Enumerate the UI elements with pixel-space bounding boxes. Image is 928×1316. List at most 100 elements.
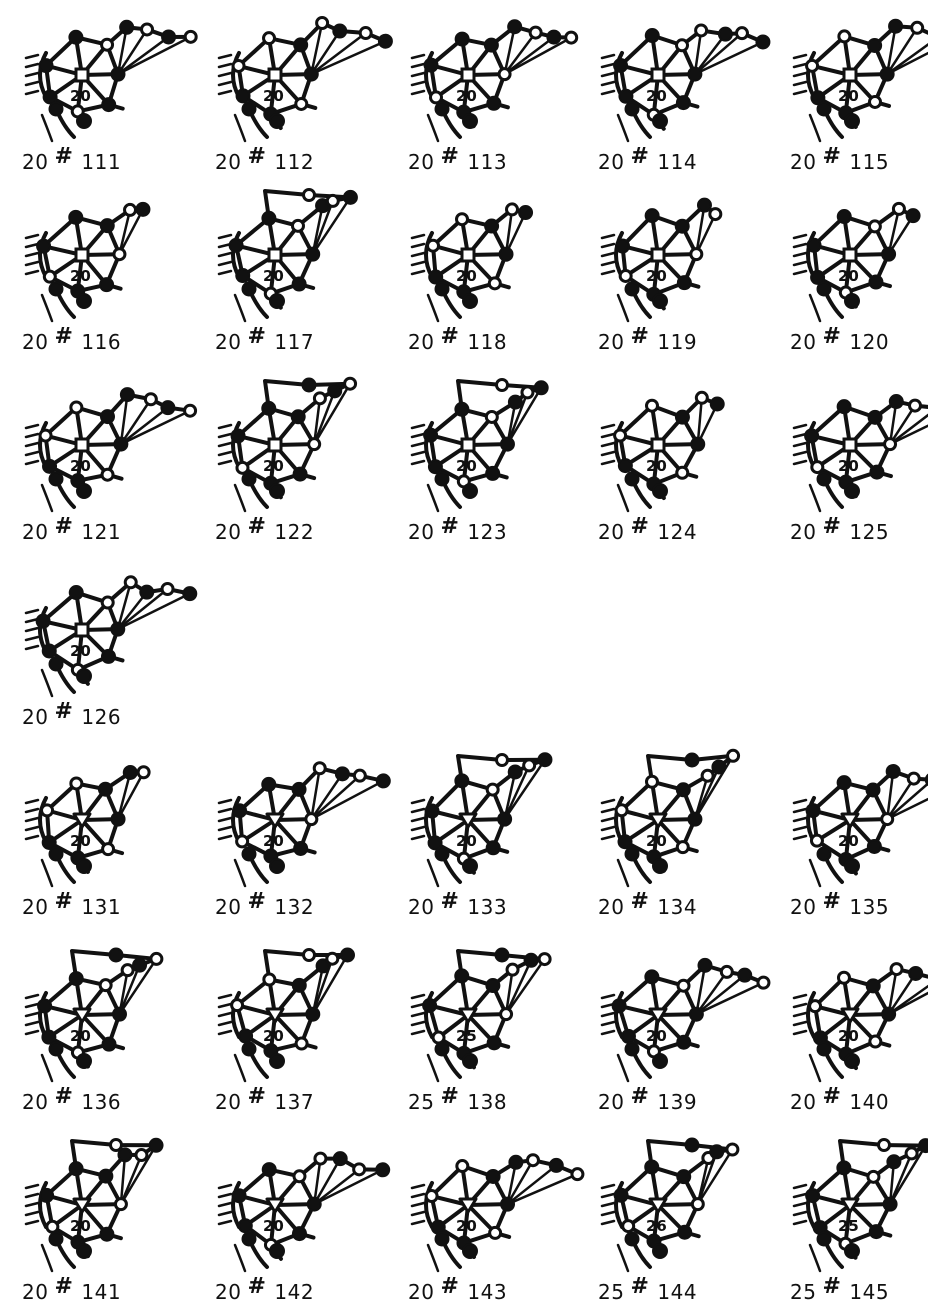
hanging-edge [412,82,424,85]
configuration-diagram: 25 [398,940,578,1090]
black-vertex [43,644,56,657]
configuration-caption: 20#123 [408,520,507,545]
white-vertex [327,953,338,964]
black-vertex [150,1139,163,1152]
black-vertex [243,473,256,486]
white-vertex [566,32,577,43]
black-vertex [711,397,724,410]
configuration-diagram: 20 [12,940,192,1090]
hanging-edge [412,1212,424,1215]
configuration-cell: 2020#132 [205,745,385,920]
black-vertex [77,1244,91,1258]
hanging-edge [412,1031,424,1034]
tail-edge [428,115,438,141]
configuration-diagram: 20 [780,370,928,520]
black-vertex [646,29,659,42]
core-label: 20 [70,267,91,285]
black-vertex [818,1233,831,1246]
black-vertex [808,239,821,252]
configuration-graph: 20 [602,392,724,511]
black-vertex [622,1030,635,1043]
hanging-edge [26,452,38,455]
black-vertex [887,1155,900,1168]
white-vertex [869,221,880,232]
white-vertex [457,1161,468,1172]
black-vertex [698,959,711,972]
white-vertex [264,33,275,44]
white-vertex [572,1169,583,1180]
caption-hash-mark: # [630,514,649,539]
white-vertex [646,776,657,787]
black-vertex [756,35,769,48]
tail-edge [428,295,438,321]
caption-degree: 20 [215,330,241,354]
caption-number: 112 [274,150,314,174]
black-vertex [845,859,859,873]
black-vertex [838,400,851,413]
white-vertex [891,964,902,975]
hanging-edge [219,1022,231,1025]
black-vertex [488,1036,501,1049]
white-vertex [869,96,880,107]
tail-edge [235,860,245,886]
black-vertex [243,283,256,296]
hanging-edge [602,82,614,85]
center-square [462,69,474,81]
caption-hash-mark: # [54,514,73,539]
white-vertex [838,972,849,983]
caption-number: 132 [274,895,314,919]
caption-degree: 20 [22,520,48,544]
black-vertex [114,438,127,451]
configuration-caption: 20#133 [408,895,507,920]
black-vertex [237,89,250,102]
caption-degree: 20 [22,895,48,919]
center-square [76,69,88,81]
configuration-graph: 20 [26,577,196,696]
hanging-edge [602,434,614,437]
core-label: 20 [70,457,91,475]
white-vertex [292,220,303,231]
caption-number: 138 [467,1090,507,1114]
black-vertex [626,1233,639,1246]
white-vertex [620,270,631,281]
caption-number: 123 [467,520,507,544]
tail-edge [618,1245,628,1271]
hanging-edge [26,262,38,265]
caption-number: 131 [81,895,121,919]
configuration-graph: 25 [794,1139,928,1271]
black-vertex [103,1038,116,1051]
hanging-edge [412,91,424,94]
caption-hash-mark: # [440,1274,459,1299]
configuration-caption: 20#114 [598,150,697,175]
core-label: 25 [838,1217,859,1235]
black-vertex [455,774,468,787]
core-label: 20 [70,832,91,850]
white-vertex [102,39,113,50]
configuration-caption: 20#139 [598,1090,697,1115]
hanging-edge [602,1203,614,1206]
hanging-edge [794,1013,806,1016]
tail-edge [42,485,52,511]
configuration-diagram: 20 [12,180,192,330]
configuration-cell: 2020#131 [12,745,192,920]
configuration-graph: 20 [412,204,532,321]
black-vertex [334,1152,347,1165]
black-vertex [262,402,275,415]
black-vertex [719,28,732,41]
black-vertex [626,283,639,296]
white-vertex [237,462,248,473]
hanging-edge [219,1203,231,1206]
configuration-graph: 20 [412,380,548,512]
hanging-edge [26,253,38,256]
hanging-edge [794,1004,806,1007]
white-vertex [354,1164,365,1175]
configuration-graph: 20 [26,766,149,886]
caption-number: 117 [274,330,314,354]
hanging-edge [602,1212,614,1215]
caption-degree: 20 [408,150,434,174]
core-label: 20 [838,87,859,105]
white-vertex [507,204,518,215]
caption-degree: 20 [215,895,241,919]
black-vertex [336,767,349,780]
tail-edge [42,115,52,141]
